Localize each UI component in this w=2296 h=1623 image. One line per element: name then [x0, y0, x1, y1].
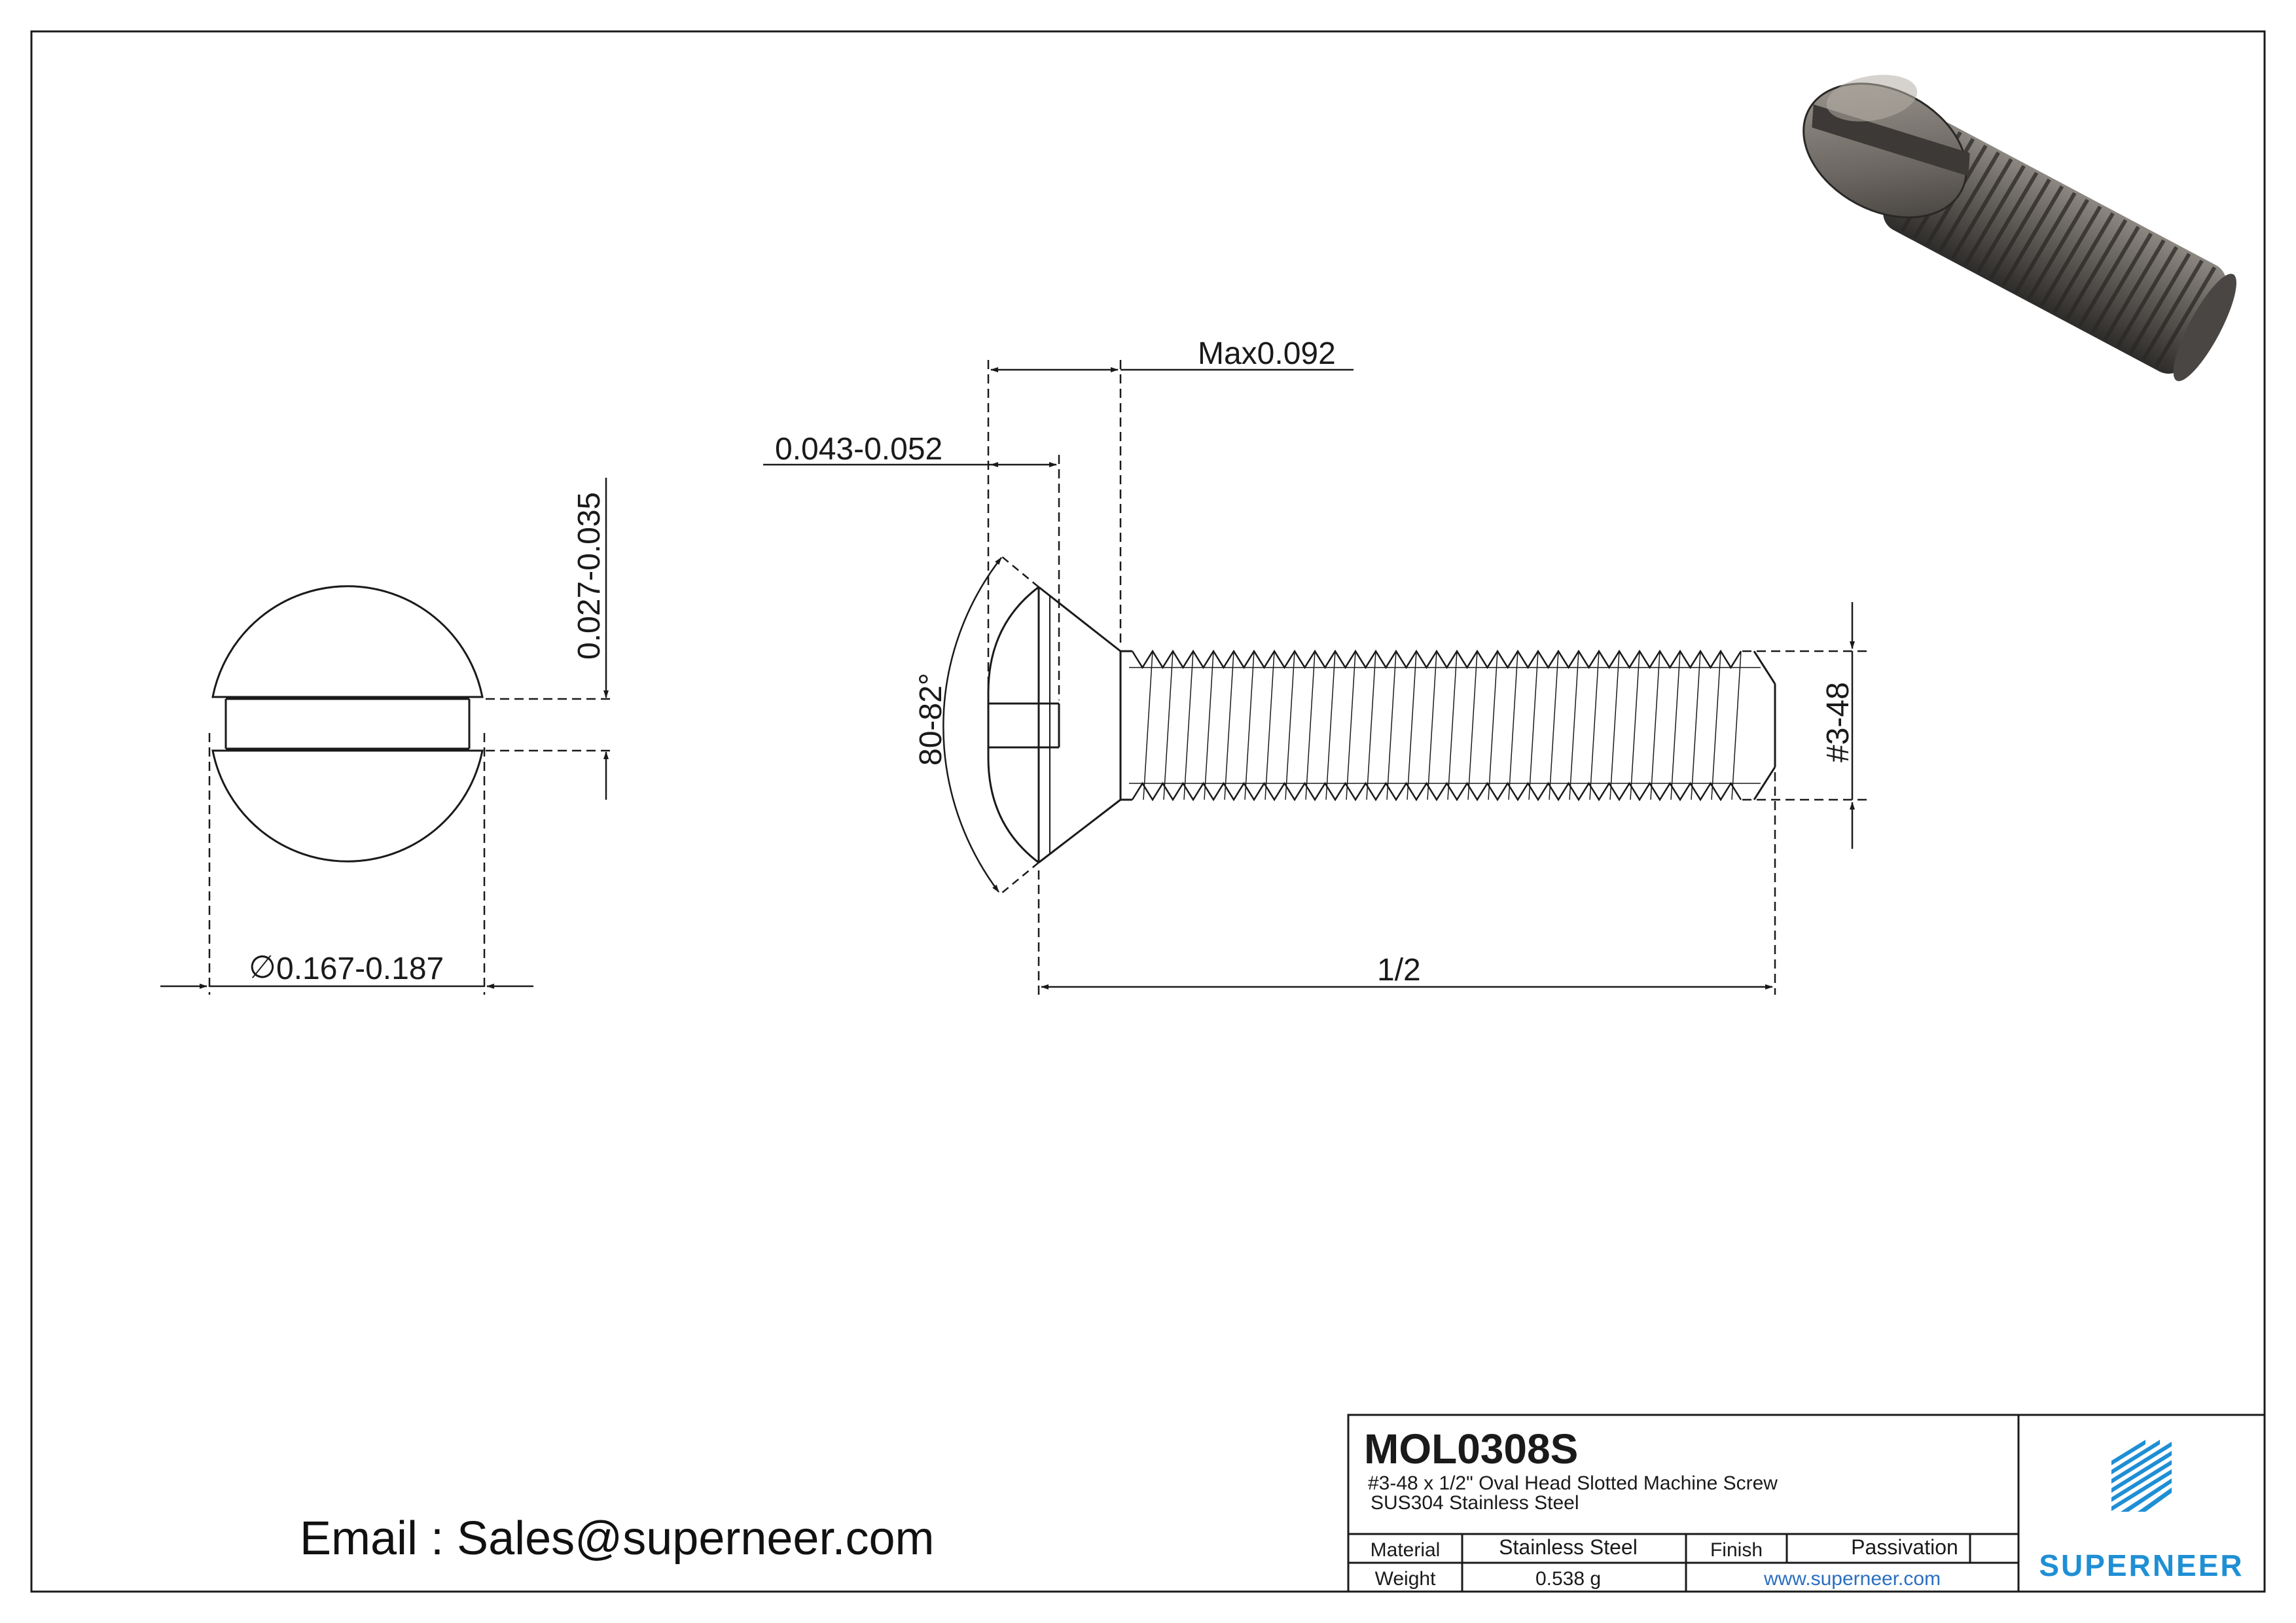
thread-size-label: #3-48 [1821, 682, 1856, 762]
finish-label: Finish [1710, 1539, 1763, 1561]
render-thread-ring [1976, 171, 2039, 274]
render-thread-ring [2154, 266, 2217, 368]
material-value: Stainless Steel [1499, 1535, 1638, 1559]
thread-helix-line [1325, 651, 1336, 800]
contact-email[interactable]: Email : Sales@superneer.com [300, 1512, 935, 1565]
part-number: MOL0308S [1364, 1425, 1578, 1472]
website-link[interactable]: www.superneer.com [1763, 1568, 1941, 1590]
thread-helix-line [1143, 651, 1153, 800]
thread-helix-line [1630, 651, 1640, 800]
slot-depth-dimension [763, 455, 1060, 700]
thread-helix-line [1589, 651, 1600, 800]
thread-helix-line [1447, 651, 1458, 800]
weight-value: 0.538 g [1535, 1568, 1601, 1590]
thread-helix-line [1427, 651, 1437, 800]
thread-helix-line [1467, 651, 1478, 800]
thread-helix-line [1691, 651, 1701, 800]
thread-crest-line [1131, 649, 1742, 669]
sheet-border [30, 30, 2266, 1593]
screw-3d-render [1803, 75, 2236, 382]
material-label: Material [1371, 1539, 1441, 1561]
head-top-view [211, 585, 484, 863]
render-thread-ring [2014, 192, 2077, 294]
thread-helix-line [1244, 651, 1255, 800]
render-thread-ring [1950, 158, 2013, 260]
finish-value: Passivation [1851, 1535, 1958, 1559]
max-head-height-dimension [987, 360, 1354, 690]
thread-helix-line [1549, 651, 1559, 800]
thread-helix-line [1609, 651, 1620, 800]
screw-side-view [987, 586, 1776, 864]
thread-helix-line [1528, 651, 1539, 800]
render-thread-ring [1988, 178, 2051, 280]
thread-helix-line [1386, 651, 1397, 800]
slot-width-label: 0.027-0.035 [572, 492, 607, 660]
render-thread-ring [2027, 198, 2089, 300]
thread-helix-line [1569, 651, 1579, 800]
thread-helix-line [1346, 651, 1356, 800]
part-material: SUS304 Stainless Steel [1371, 1492, 1579, 1514]
max-head-height-label: Max0.092 [1198, 336, 1336, 371]
thread-helix-line [1265, 651, 1275, 800]
render-thread-ring [2090, 232, 2153, 334]
thread-helix-line [1488, 651, 1498, 800]
part-description: #3-48 x 1/2" Oval Head Slotted Machine S… [1368, 1472, 1778, 1494]
diameter-symbol: ∅ [249, 950, 276, 985]
thread-crest-line [1131, 781, 1742, 802]
thread-size-dimension [1742, 602, 1872, 849]
superneer-logo-icon [2111, 1440, 2172, 1512]
thread-helix-line [1508, 651, 1518, 800]
head-angle-label: 80-82° [914, 673, 948, 766]
thread-helix-line [1285, 651, 1295, 800]
head-diameter-label: 0.167-0.187 [276, 952, 444, 986]
render-thread-ring [1963, 165, 2026, 266]
thread-helix-line [1407, 651, 1417, 800]
thread-helix-line [1204, 651, 1214, 800]
head-diameter-dimension [160, 733, 533, 995]
slot-width-dimension [486, 478, 615, 800]
length-label: 1/2 [1377, 953, 1421, 988]
thread-profile [1131, 649, 1742, 802]
slot-depth-label: 0.043-0.052 [775, 432, 942, 467]
render-thread-ring [2116, 246, 2178, 348]
render-thread-ring [2077, 226, 2140, 327]
length-dimension [1037, 772, 1776, 995]
thread-helix-line [1650, 651, 1660, 800]
render-thread-ring [2001, 185, 2064, 287]
render-thread-ring [2039, 205, 2102, 307]
render-thread-ring [2141, 259, 2204, 361]
thread-helix-line [1731, 651, 1742, 800]
thread-helix-line [1366, 651, 1376, 800]
thread-helix-line [1305, 651, 1316, 800]
thread-helix-line [1163, 651, 1174, 800]
weight-label: Weight [1375, 1568, 1436, 1590]
title-block [1347, 1414, 2266, 1593]
render-thread-ring [2052, 212, 2115, 314]
render-thread-ring [2103, 239, 2166, 341]
thread-helix-line [1183, 651, 1194, 800]
thread-helix-line [1224, 651, 1234, 800]
thread-helix-line [1670, 651, 1681, 800]
head-angle-dimension [942, 556, 1039, 894]
render-thread-ring [1938, 151, 2000, 253]
render-thread-ring [2128, 253, 2191, 355]
render-thread-ring [2065, 219, 2128, 321]
brand-name: SUPERNEER [2039, 1548, 2244, 1582]
thread-helix-line [1711, 651, 1721, 800]
